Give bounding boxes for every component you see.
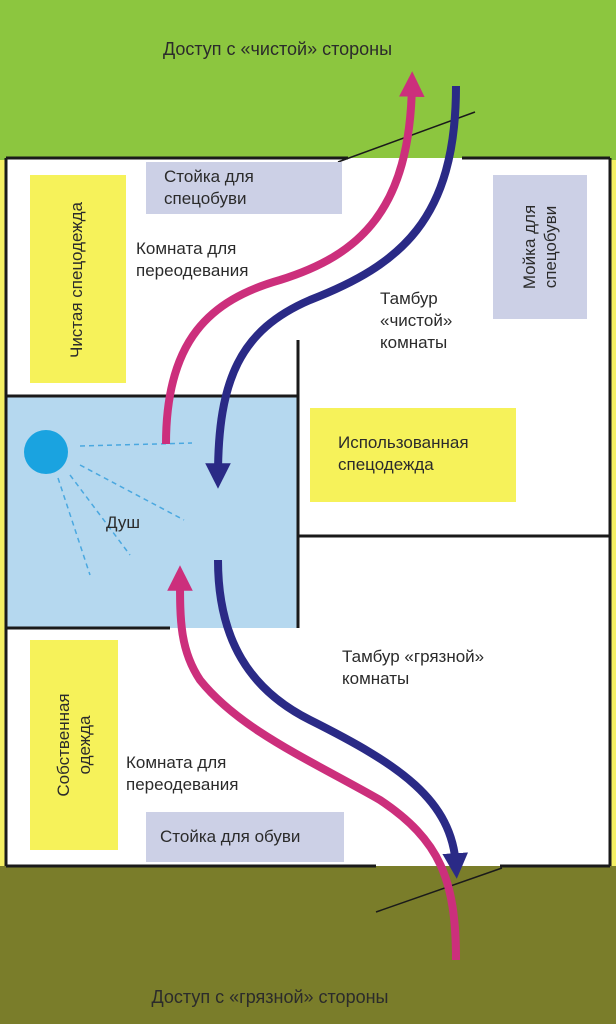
clean-access-label: Доступ с «чистой» стороны [162,39,393,59]
workboot-washer-box [493,175,587,319]
arrow-out-lower [214,559,468,879]
walls [4,156,612,868]
shower-head-icon [24,430,68,474]
workboot-rack-label: Стойка для спецобуви [164,167,254,208]
shower-label: Душ [106,513,141,532]
clean-workwear-label: Чистая спецодежда [67,201,86,359]
clean-changing-room-label: Комната для переодевания [136,239,249,280]
shoe-rack-label: Стойка для обуви [160,827,301,846]
dirty-door-line [375,867,503,913]
dirty-access-zone [0,866,616,1024]
own-clothes-box [30,640,118,850]
workboot-washer-label: Мойка для спецобуви [520,204,560,290]
dirty-access-label: Доступ с «грязной» стороны [151,987,389,1007]
shower-spray-icon [57,442,193,576]
clean-workwear-box [30,175,126,383]
dirty-vestibule-label: Тамбур «грязной» комнаты [342,647,485,688]
arrow-out-upper [205,85,460,489]
used-workwear-label: Использованная спецодежда [338,433,469,474]
clean-vestibule-label: Тамбур «чистой» комнаты [380,289,453,352]
arrow-in-lower [167,565,460,961]
arrow-in-upper [162,71,425,445]
own-clothes-label: Собственная одежда [54,693,94,797]
used-workwear-box [310,408,516,502]
dirty-changing-room-label: Комната для переодевания [126,753,239,794]
workboot-rack-box [146,162,342,214]
clean-access-zone [0,0,616,160]
shoe-rack-box [146,812,344,862]
